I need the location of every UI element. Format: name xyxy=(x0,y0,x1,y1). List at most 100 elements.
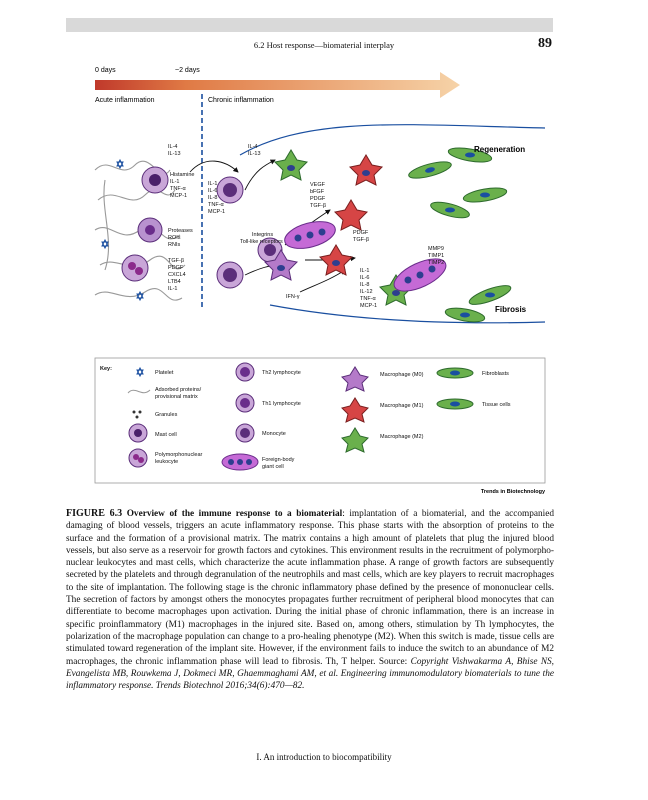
th1-nucleus xyxy=(240,398,250,408)
platelet-icon xyxy=(101,238,109,250)
fibrosis-label: Fibrosis xyxy=(495,305,527,314)
fibroblast-nucleus xyxy=(480,192,490,198)
monocyte-nucleus xyxy=(264,244,276,256)
key-mast-cell: Mast cell xyxy=(155,432,177,438)
fbgc-nucleus xyxy=(237,459,243,465)
label-il13-a: IL-13 xyxy=(168,151,181,157)
mast-cell-nucleus xyxy=(134,429,142,437)
label-mid-mcp: MCP-1 xyxy=(208,209,225,215)
label-bfgf: bFGF xyxy=(310,189,325,195)
label-rois: ROIs xyxy=(168,235,181,241)
figure-caption: FIGURE 6.3 Overview of the immune respon… xyxy=(66,508,554,692)
label-m1-il8: IL-8 xyxy=(360,282,369,288)
label-m1-il1: IL-1 xyxy=(360,268,369,274)
foreign-body-giant-cell-icon xyxy=(284,221,336,249)
label-proteases: Proteases xyxy=(168,228,193,234)
label-tgfb: TGF-β xyxy=(168,258,184,264)
key-m1: Macrophage (M1) xyxy=(380,403,424,409)
label-il13-b: IL-13 xyxy=(248,151,261,157)
platelet-icon xyxy=(136,290,144,302)
caption-label: FIGURE 6.3 xyxy=(66,508,123,519)
arrow xyxy=(299,269,346,293)
key-adsorbed-1: Adsorbed proteins/ xyxy=(155,387,202,393)
label-il1: IL-1 xyxy=(168,286,177,292)
key-fbgc-2: giant cell xyxy=(262,464,284,470)
figure: 0 days ~2 days Acute inflammation Chroni… xyxy=(90,60,550,500)
label-ifn: IFN-γ xyxy=(286,294,300,300)
page-footer: I. An introduction to biocompatibility xyxy=(256,752,392,762)
vessel-bottom xyxy=(269,304,546,324)
label-tgfb-gf: TGF-β xyxy=(310,203,326,209)
macrophage-m2-icon xyxy=(341,427,369,453)
caption-body: : implantation of a biomaterial, and the… xyxy=(66,509,555,667)
key-m2: Macrophage (M2) xyxy=(380,434,424,440)
granule-icon xyxy=(135,415,139,419)
pmn-nucleus xyxy=(135,267,143,275)
macrophage-m2-icon xyxy=(273,149,309,181)
label-pdgf-gf: PDGF xyxy=(310,196,326,202)
fibroblast-nucleus xyxy=(450,370,460,376)
monocyte-nucleus xyxy=(223,183,237,197)
macrophage-m1-icon xyxy=(333,199,369,231)
key-tissue-cells: Tissue cells xyxy=(482,402,511,408)
label-m1-il12: IL-12 xyxy=(360,289,373,295)
header-bar xyxy=(66,18,553,32)
monocyte-nucleus xyxy=(223,268,237,282)
label-il4-b: IL-4 xyxy=(248,144,257,150)
key-title: Key: xyxy=(100,366,112,372)
label-mid-il6: IL-6 xyxy=(208,188,217,194)
platelet-icon xyxy=(136,366,144,378)
timeline-arrow xyxy=(95,72,460,98)
fbgc-nucleus xyxy=(228,459,234,465)
tissue-cell-nucleus xyxy=(450,401,460,407)
matrix-icon xyxy=(127,389,151,394)
platelet-icon xyxy=(116,158,124,170)
key-m0: Macrophage (M0) xyxy=(380,372,424,378)
monocyte-nucleus xyxy=(240,428,250,438)
key-pmn-1: Polymorphonuclear xyxy=(155,452,203,458)
label-pdgf-right: PDGF xyxy=(353,230,369,236)
running-head: 6.2 Host response—biomaterial interplay xyxy=(253,40,395,50)
granule-icon xyxy=(138,410,142,414)
label-rnis: RNIs xyxy=(168,242,180,248)
label-mid-il8: IL-8 xyxy=(208,195,217,201)
arrow xyxy=(189,160,239,173)
label-integrins: Integrins xyxy=(252,232,273,238)
key-monocyte: Monocyte xyxy=(262,431,286,437)
key-adsorbed-2: provisional matrix xyxy=(155,394,198,400)
fibroblast-nucleus xyxy=(425,167,435,173)
fibroblast-nucleus xyxy=(465,152,475,158)
label-histamine-il1: IL-1 xyxy=(170,179,179,185)
label-m1-mcp: MCP-1 xyxy=(360,303,377,309)
fibroblast-nucleus xyxy=(445,207,455,213)
vessel-top xyxy=(239,124,546,156)
label-tgfb-right: TGF-β xyxy=(353,237,369,243)
fbgc-nucleus xyxy=(246,459,252,465)
key-th2: Th2 lymphocyte xyxy=(262,370,301,376)
fibroblast-nucleus xyxy=(485,292,495,298)
timeline-day2: ~2 days xyxy=(175,67,200,74)
label-histamine-mcp: MCP-1 xyxy=(170,193,187,199)
granule-icon xyxy=(132,410,136,414)
key-box xyxy=(94,357,546,484)
label-pdgf: PDGF xyxy=(168,265,184,271)
label-vegf: VEGF xyxy=(310,182,326,188)
macrophage-m0-icon xyxy=(341,366,369,392)
key-th1: Th1 lymphocyte xyxy=(262,401,301,407)
figure-credit: Trends in Biotechnology xyxy=(481,489,546,495)
caption-title: Overview of the immune response to a bio… xyxy=(126,509,343,519)
label-mid-il1: IL-1 xyxy=(208,181,217,187)
label-timp2: TIMP2 xyxy=(428,260,444,266)
macrophage-m1-icon xyxy=(348,154,384,186)
macrophage-m1-icon xyxy=(318,244,354,276)
label-histamine: Histamine xyxy=(170,172,194,178)
fibroblast-nucleus xyxy=(460,312,470,318)
key-platelet: Platelet xyxy=(155,370,174,376)
arrow xyxy=(244,159,276,191)
label-m1-il6: IL-6 xyxy=(360,275,369,281)
label-tlr: Toll-like receptors xyxy=(240,239,283,245)
pmn-nucleus xyxy=(138,457,144,463)
chronic-label: Chronic inflammation xyxy=(208,97,274,104)
regeneration-label: Regeneration xyxy=(474,145,525,154)
key-fibroblasts: Fibroblasts xyxy=(482,371,509,377)
